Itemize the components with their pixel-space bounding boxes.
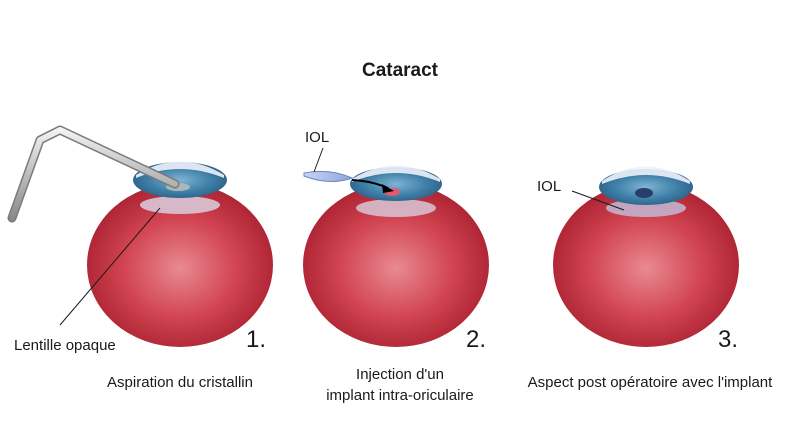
eyeball-3 <box>553 183 739 347</box>
label-iol-step-2: IOL <box>305 129 330 146</box>
diagram-title: Cataract <box>361 60 439 81</box>
eye-step-1 <box>7 125 273 347</box>
cornea-2 <box>352 165 440 182</box>
caption-step-2: Injection d'un implant intra-oriculaire <box>280 364 520 406</box>
caption-step-1: Aspiration du cristallin <box>60 372 300 393</box>
label-lentille-opaque: Lentille opaque <box>14 337 116 354</box>
label-iol-step-3: IOL <box>537 178 562 195</box>
cornea-1 <box>136 161 224 178</box>
lens-capsule-2 <box>356 199 436 217</box>
eyeball-1 <box>87 183 273 347</box>
pupil-3 <box>635 188 653 198</box>
step-number-2: 2. <box>466 326 487 353</box>
caption-step-1-line-1: Aspiration du cristallin <box>107 374 253 391</box>
iris-2 <box>350 167 442 201</box>
label-line-3 <box>571 190 625 211</box>
opaque-lens-1 <box>140 196 220 214</box>
eye-step-2 <box>303 147 489 347</box>
eyeball-2 <box>303 183 489 347</box>
iol-implant-3 <box>606 199 686 217</box>
caption-step-3: Aspect post opératoire avec l'implant <box>500 372 800 393</box>
iris-3 <box>599 169 693 205</box>
label-line-2 <box>313 147 324 173</box>
eye-step-3 <box>553 166 739 347</box>
label-line-1 <box>59 207 161 326</box>
step-number-1: 1. <box>246 326 267 353</box>
arrow-head <box>382 184 394 193</box>
caption-step-2-line-2: implant intra-oriculaire <box>326 387 474 404</box>
step-number-3: 3. <box>718 326 739 353</box>
iol-implant-2 <box>303 170 354 182</box>
caption-step-3-line-1: Aspect post opératoire avec l'implant <box>527 374 773 391</box>
cornea-3 <box>602 166 690 184</box>
caption-step-2-line-1: Injection d'un <box>356 366 444 383</box>
